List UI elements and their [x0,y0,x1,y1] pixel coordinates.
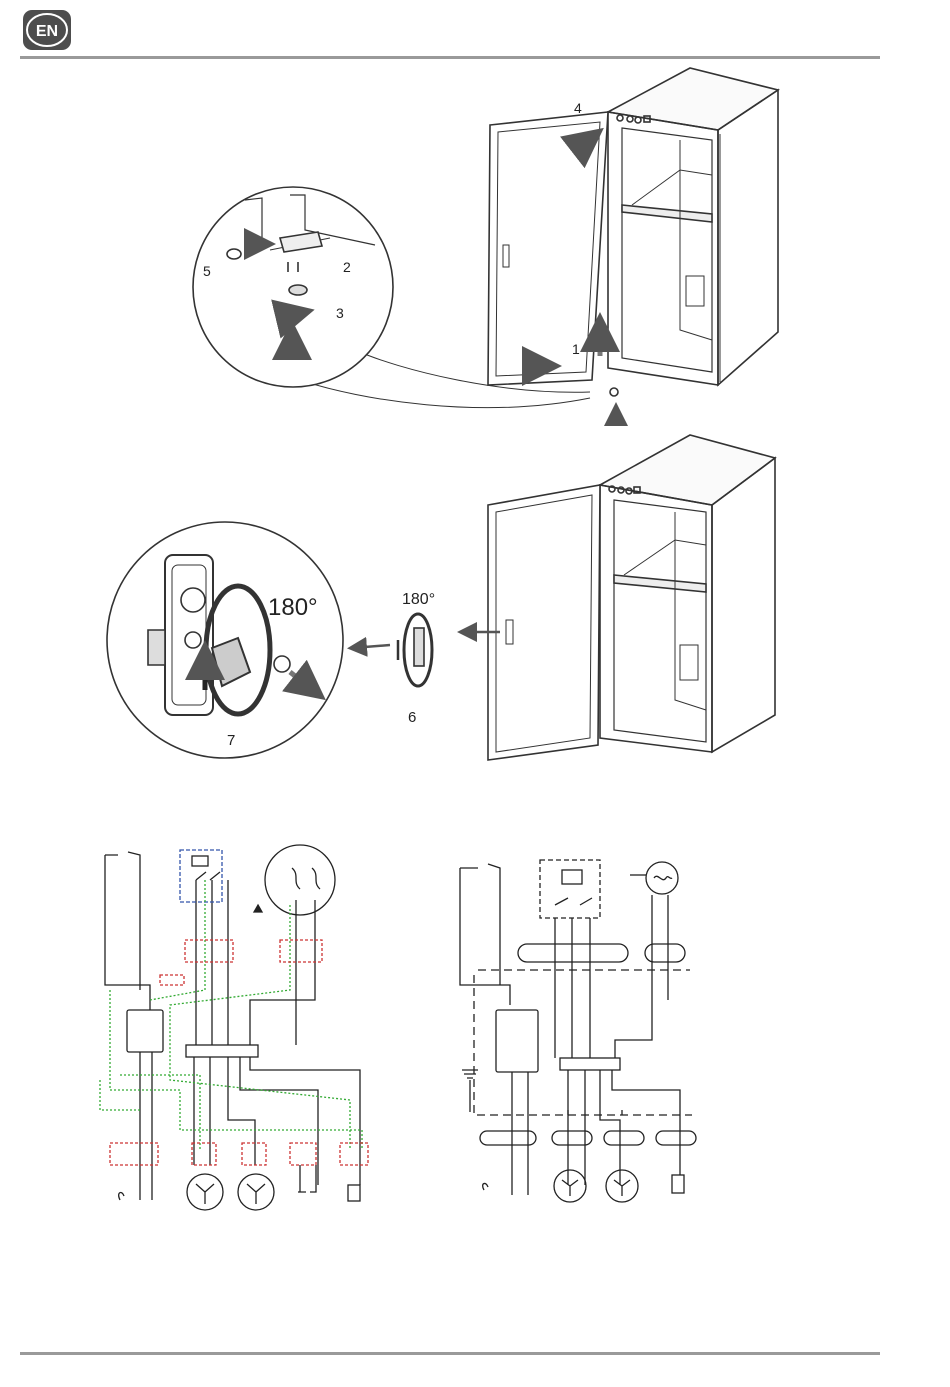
handle-detail-circle [107,522,343,758]
callout-5: 5 [203,263,211,279]
callout-4: 4 [574,100,582,116]
hinge-detail-circle [193,187,393,387]
callout-7: 7 [227,732,235,749]
callout-6: 6 [408,709,416,726]
rotation-angle-large: 180° [268,594,318,621]
callout-1: 1 [572,341,580,357]
footer-rule [20,1352,880,1355]
wiring-diagram-right [460,860,696,1202]
callout-3: 3 [336,305,344,321]
rotation-angle-small: 180° [402,591,435,608]
callout-2: 2 [343,259,351,275]
wiring-diagram-left [100,845,368,1210]
